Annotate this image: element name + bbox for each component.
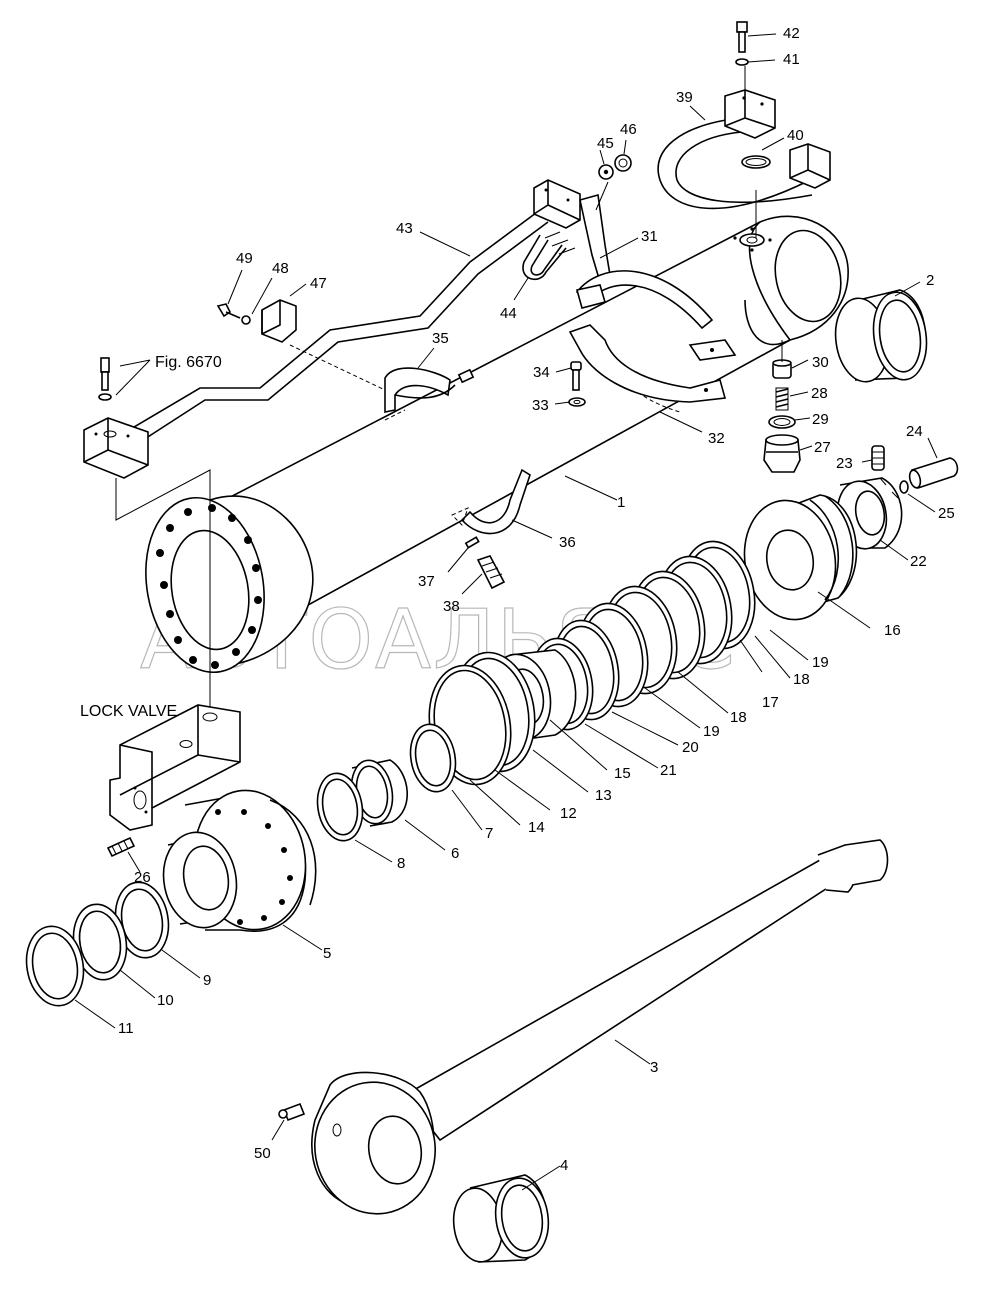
callout-5: 5 <box>323 945 331 962</box>
callout-48: 48 <box>272 260 289 277</box>
callout-37: 37 <box>418 573 435 590</box>
clamp-35 <box>384 367 475 413</box>
bushing-2 <box>834 289 928 383</box>
callout-39: 39 <box>676 89 693 106</box>
callout-26: 26 <box>134 869 151 886</box>
clamp-47 <box>261 299 297 343</box>
callout-24: 24 <box>906 423 923 440</box>
clamp-32 <box>568 324 727 413</box>
rod-eye <box>311 1071 436 1215</box>
callout-18a: 18 <box>793 671 810 688</box>
bolt-34 <box>570 361 582 391</box>
callout-16: 16 <box>884 622 901 639</box>
callout-45: 45 <box>597 135 614 152</box>
callout-17: 17 <box>762 694 779 711</box>
nut-45 <box>598 164 614 180</box>
bushing-4 <box>452 1174 550 1263</box>
callout-31: 31 <box>641 228 658 245</box>
washer-41 <box>735 58 749 66</box>
callout-25: 25 <box>938 505 955 522</box>
callout-9: 9 <box>203 972 211 989</box>
washer-33 <box>568 397 586 407</box>
strap-bracket-31 <box>575 193 737 361</box>
o-ring-40 <box>741 155 771 169</box>
pin-24 <box>908 457 959 490</box>
fig-ref-label: Fig. 6670 <box>155 354 222 371</box>
callout-3: 3 <box>650 1059 658 1076</box>
u-bolt-44 <box>522 231 576 281</box>
callout-30: 30 <box>812 354 829 371</box>
callout-34: 34 <box>533 364 550 381</box>
callout-43: 43 <box>396 220 413 237</box>
seal-11 <box>25 925 85 1007</box>
lock-valve-block <box>109 704 241 831</box>
callout-47: 47 <box>310 275 327 292</box>
callout-44: 44 <box>500 305 517 322</box>
piston-rod-3 <box>403 839 889 1142</box>
grease-nipple-50 <box>278 1102 306 1122</box>
callout-22: 22 <box>910 553 927 570</box>
callout-19a: 19 <box>812 654 829 671</box>
ring-8 <box>316 772 364 842</box>
callout-40: 40 <box>787 127 804 144</box>
callout-15: 15 <box>614 765 631 782</box>
callout-38: 38 <box>443 598 460 615</box>
callout-18b: 18 <box>730 709 747 726</box>
spring-28 <box>775 387 789 411</box>
callout-50: 50 <box>254 1145 271 1162</box>
fitting-26 <box>106 836 136 858</box>
callout-49: 49 <box>236 250 253 267</box>
callout-2: 2 <box>926 272 934 289</box>
callout-42: 42 <box>783 25 800 42</box>
nut-46 <box>614 154 632 172</box>
ring-29 <box>768 415 796 429</box>
bolt-38 <box>476 555 506 590</box>
piston-16 <box>743 494 858 621</box>
callout-19b: 19 <box>703 723 720 740</box>
callout-35: 35 <box>432 330 449 347</box>
set-screw-23 <box>871 445 885 471</box>
callout-36: 36 <box>559 534 576 551</box>
callout-23: 23 <box>836 455 853 472</box>
callout-6: 6 <box>451 845 459 862</box>
callout-27: 27 <box>814 439 831 456</box>
callout-8: 8 <box>397 855 405 872</box>
callout-33: 33 <box>532 397 549 414</box>
callout-29: 29 <box>812 411 829 428</box>
ring-7 <box>409 723 457 793</box>
tube-head-flange <box>145 495 314 674</box>
callout-41: 41 <box>783 51 800 68</box>
callout-32: 32 <box>708 430 725 447</box>
bolt-49 <box>216 303 241 319</box>
callout-4: 4 <box>560 1157 568 1174</box>
washer-48 <box>241 315 251 325</box>
callout-21: 21 <box>660 762 677 779</box>
pin-37 <box>464 536 480 549</box>
strap-36 <box>460 468 531 535</box>
bolt-42 <box>736 21 748 53</box>
seal-9 <box>114 881 170 959</box>
callout-1: 1 <box>617 494 625 511</box>
callout-46: 46 <box>620 121 637 138</box>
o-ring-25 <box>899 480 909 494</box>
pipe-43 <box>83 179 581 479</box>
plug-30 <box>772 359 792 379</box>
fitting-27 <box>763 434 801 473</box>
callout-12: 12 <box>560 805 577 822</box>
fig-6670-bolt <box>98 357 112 401</box>
callout-10: 10 <box>157 992 174 1009</box>
callout-14: 14 <box>528 819 545 836</box>
callout-7: 7 <box>485 825 493 842</box>
lock-valve-label: LOCK VALVE <box>80 703 177 720</box>
callout-13: 13 <box>595 787 612 804</box>
tube-rod-eye <box>733 227 842 323</box>
u-pipe-39 <box>657 89 831 210</box>
leader-lines <box>74 33 938 1191</box>
rod-head-5 <box>162 789 317 932</box>
callout-28: 28 <box>811 385 828 402</box>
callout-20: 20 <box>682 739 699 756</box>
callout-11: 11 <box>118 1020 134 1037</box>
